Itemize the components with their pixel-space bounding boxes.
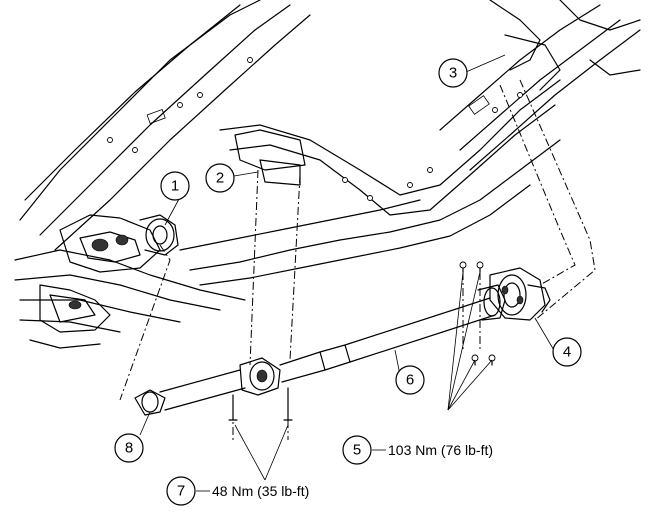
callout-1: 1	[160, 171, 190, 201]
callout-5-label: 5	[353, 442, 361, 459]
transfer-case-assembly	[39, 214, 179, 333]
torque-spec-7: 48 Nm (35 lb-ft)	[212, 483, 309, 499]
callout-5: 5	[342, 435, 372, 465]
callout-7-label: 7	[177, 483, 185, 500]
callout-4-label: 4	[563, 344, 571, 361]
center-bearing-bolts	[228, 387, 293, 421]
callout-3-label: 3	[449, 65, 457, 82]
assembly-lines	[119, 79, 596, 440]
callout-8: 8	[114, 433, 144, 463]
callout-2-label: 2	[216, 170, 224, 187]
callout-3: 3	[438, 58, 468, 88]
torque-spec-5: 103 Nm (76 lb-ft)	[388, 442, 493, 458]
callout-6-label: 6	[406, 372, 414, 389]
vehicle-frame	[14, 0, 641, 349]
callout-1-label: 1	[171, 178, 179, 195]
callout-2: 2	[205, 163, 235, 193]
rear-axle-flange	[489, 267, 551, 321]
callout-7: 7	[166, 476, 196, 506]
callout-8-label: 8	[125, 440, 133, 457]
leader-lines	[139, 54, 556, 492]
driveshaft	[134, 284, 506, 416]
callout-6: 6	[395, 365, 425, 395]
callout-4: 4	[552, 337, 582, 367]
rear-flange-bolts	[459, 261, 496, 366]
